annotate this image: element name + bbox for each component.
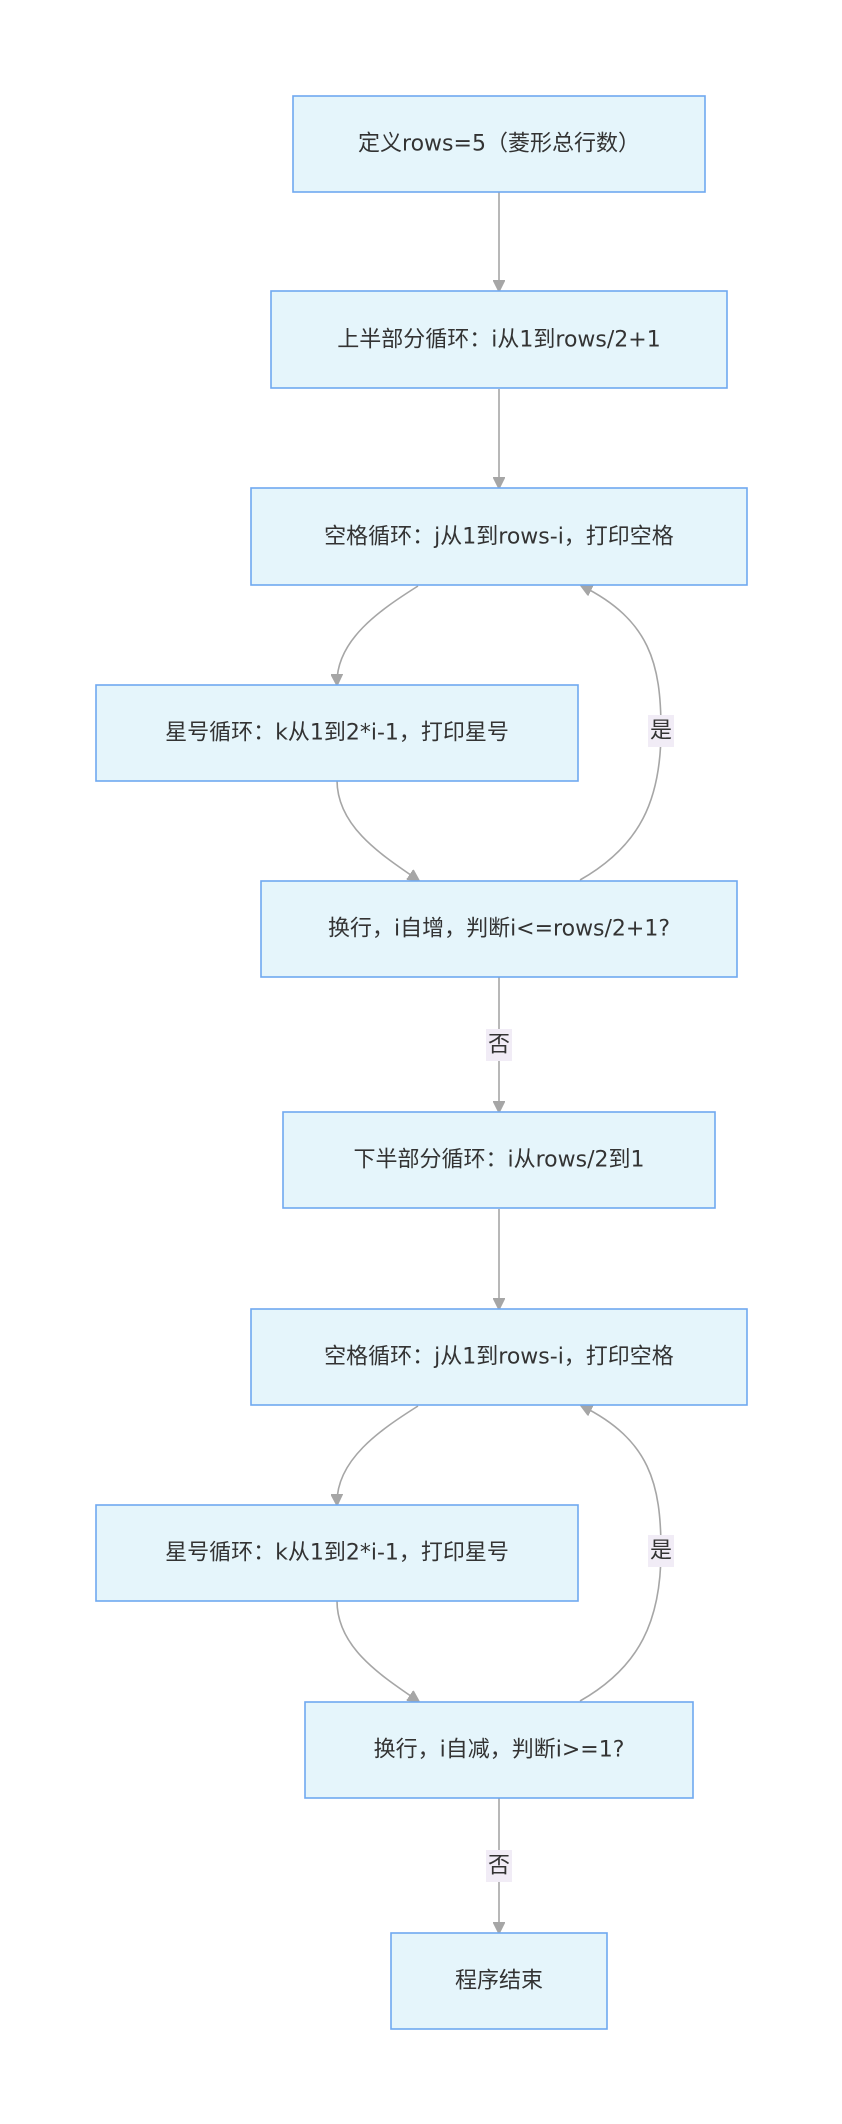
node-upper-star-loop[interactable]: 星号循环：k从1到2*i-1，打印星号 [95, 684, 579, 782]
edge-label-lower-yes-text: 是 [650, 1539, 672, 1564]
node-end-label: 程序结束 [455, 1969, 543, 1994]
node-lower-loop-label: 下半部分循环：i从rows/2到1 [354, 1148, 645, 1173]
edge-label-upper-no: 否 [486, 1029, 512, 1061]
node-upper-newline[interactable]: 换行，i自增，判断i<=rows/2+1? [260, 880, 738, 978]
node-lower-loop[interactable]: 下半部分循环：i从rows/2到1 [282, 1111, 716, 1209]
node-define-rows-label: 定义rows=5（菱形总行数） [358, 132, 640, 157]
node-lower-newline[interactable]: 换行，i自减，判断i>=1? [304, 1701, 694, 1799]
edge-upper-space-to-star [337, 585, 419, 684]
node-lower-space-loop-label: 空格循环：j从1到rows-i，打印空格 [324, 1345, 674, 1370]
node-upper-space-loop-label: 空格循环：j从1到rows-i，打印空格 [324, 525, 674, 550]
node-lower-newline-label: 换行，i自减，判断i>=1? [374, 1738, 625, 1763]
edge-label-upper-yes-text: 是 [650, 719, 672, 744]
node-upper-star-loop-label: 星号循环：k从1到2*i-1，打印星号 [165, 721, 509, 746]
nodes: 定义rows=5（菱形总行数） 上半部分循环：i从1到rows/2+1 空格循环… [95, 95, 748, 2030]
edge-label-upper-no-text: 否 [488, 1033, 510, 1058]
edge-labels: 是 否 是 否 [486, 715, 674, 1882]
node-lower-star-loop[interactable]: 星号循环：k从1到2*i-1，打印星号 [95, 1504, 579, 1602]
edge-label-lower-yes: 是 [648, 1535, 674, 1567]
edge-label-lower-no: 否 [486, 1850, 512, 1882]
edge-upper-star-to-newline [336, 779, 418, 880]
node-define-rows[interactable]: 定义rows=5（菱形总行数） [292, 95, 706, 193]
edge-label-upper-yes: 是 [648, 715, 674, 747]
node-upper-space-loop[interactable]: 空格循环：j从1到rows-i，打印空格 [250, 487, 748, 586]
node-upper-loop-label: 上半部分循环：i从1到rows/2+1 [337, 328, 660, 353]
node-end[interactable]: 程序结束 [390, 1932, 608, 2030]
node-upper-newline-label: 换行，i自增，判断i<=rows/2+1? [328, 917, 670, 942]
node-lower-star-loop-label: 星号循环：k从1到2*i-1，打印星号 [165, 1541, 509, 1566]
edge-lower-space-to-star [337, 1405, 419, 1504]
edge-label-lower-no-text: 否 [488, 1854, 510, 1879]
node-lower-space-loop[interactable]: 空格循环：j从1到rows-i，打印空格 [250, 1308, 748, 1406]
edges [336, 192, 662, 1932]
node-upper-loop[interactable]: 上半部分循环：i从1到rows/2+1 [270, 290, 728, 389]
edge-lower-star-to-newline [336, 1600, 418, 1701]
